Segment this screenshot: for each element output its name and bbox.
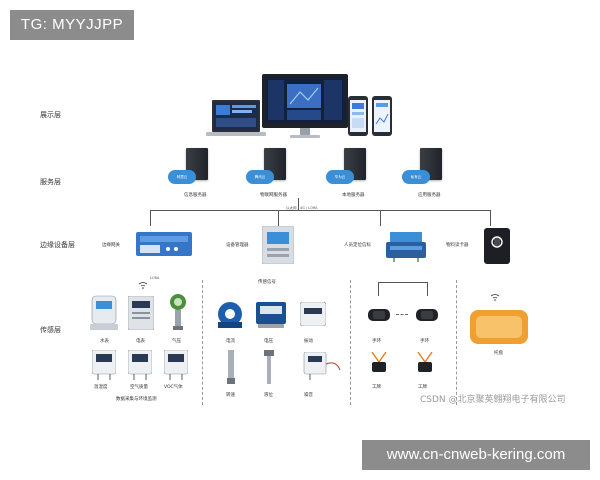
controller-cabinet-icon <box>261 225 295 268</box>
sensor-label: 振动 <box>304 339 313 344</box>
edge-device-label: 设备管理器 <box>226 243 249 248</box>
vibration-sensor-icon <box>299 301 327 330</box>
network-bus-line <box>150 210 490 211</box>
server-label: 本地服务器 <box>342 193 365 198</box>
pressure-sensor-icon <box>168 292 188 336</box>
cloud-icon: 腾讯云 <box>246 170 274 184</box>
water-meter-icon <box>90 294 118 334</box>
csdn-watermark: CSDN @北京聚英翱翔电子有限公司 <box>420 395 566 405</box>
wifi-icon <box>138 274 148 293</box>
pairing-line <box>396 314 408 315</box>
tag-group-line <box>378 282 379 296</box>
server-label: 物联网服务器 <box>260 193 287 198</box>
architecture-diagram: 展示层 服务层 边缘设备层 传感层 <box>0 70 600 410</box>
badge-icon <box>368 351 390 382</box>
sensor-label: 液位 <box>264 393 273 398</box>
lora-label: LORA <box>150 276 160 280</box>
badge-icon <box>414 351 436 382</box>
group-caption: 数据采集与环境监测 <box>116 397 157 402</box>
sensor-label: 托盘 <box>494 351 503 356</box>
card-reader-icon <box>484 228 510 268</box>
edge-device-label: 人员定位信标 <box>344 243 371 248</box>
layer-label-service: 服务层 <box>40 178 61 186</box>
cloud-icon: 华为云 <box>326 170 354 184</box>
sensor-label: 电压 <box>264 339 273 344</box>
server-label: 应用服务器 <box>418 193 441 198</box>
sensor-label: 转速 <box>226 393 235 398</box>
sensor-label: 工牌 <box>372 385 381 390</box>
cloud-icon: 阿里云 <box>168 170 196 184</box>
electric-meter-icon <box>127 295 155 334</box>
sensor-label: 电流 <box>226 339 235 344</box>
connector-line <box>490 210 491 226</box>
phone-icon <box>348 96 368 140</box>
group-caption: 传感信号 <box>258 280 276 285</box>
group-divider <box>456 280 457 405</box>
sensor-label: 气压 <box>172 339 181 344</box>
beacon-icon <box>386 232 426 266</box>
network-label: 以太网 / 4G / LORA <box>286 206 318 210</box>
temperature-humidity-icon <box>91 349 117 384</box>
watermark-bottom: www.cn-cnweb-kering.com <box>362 440 590 470</box>
edge-device-label: 边缘网关 <box>102 243 120 248</box>
noise-sensor-icon <box>300 351 344 386</box>
current-sensor-icon <box>216 300 244 334</box>
wifi-icon <box>490 286 500 305</box>
gateway-icon <box>136 232 192 262</box>
edge-device-label: 物料读卡器 <box>446 243 469 248</box>
laptop-icon <box>206 98 266 144</box>
level-sensor-icon <box>262 350 276 390</box>
air-quality-icon <box>127 349 153 384</box>
sensor-label: 工牌 <box>418 385 427 390</box>
sensor-label: 水表 <box>100 339 109 344</box>
layer-label-edge: 边缘设备层 <box>40 241 75 249</box>
connector-line <box>278 210 279 226</box>
wristband-icon <box>366 306 392 328</box>
layer-label-display: 展示层 <box>40 111 61 119</box>
sensor-label: 手环 <box>372 339 381 344</box>
sensor-label: 噪音 <box>304 393 313 398</box>
sensor-label: 温湿度 <box>94 385 108 390</box>
sensor-label: 手环 <box>420 339 429 344</box>
sensor-label: 电表 <box>136 339 145 344</box>
tag-group-line <box>378 282 428 283</box>
voltage-sensor-icon <box>256 302 286 332</box>
watermark-top: TG: MYYJJPP <box>10 10 134 40</box>
wristband-icon <box>414 306 440 328</box>
speed-sensor-icon <box>224 350 238 390</box>
connector-line <box>298 198 299 210</box>
group-divider <box>202 280 203 405</box>
voc-sensor-icon <box>163 349 189 384</box>
tray-icon <box>468 308 530 352</box>
phone-icon <box>372 96 392 140</box>
layer-label-sensor: 传感层 <box>40 326 61 334</box>
monitor-icon <box>262 74 348 144</box>
connector-line <box>380 210 381 226</box>
group-divider <box>350 280 351 405</box>
cloud-icon: 私有云 <box>402 170 430 184</box>
connector-line <box>150 210 151 226</box>
sensor-label: VOC气体 <box>164 385 183 390</box>
tag-group-line <box>427 282 428 296</box>
sensor-label: 空气质量 <box>130 385 148 390</box>
server-label: 信息服务器 <box>184 193 207 198</box>
